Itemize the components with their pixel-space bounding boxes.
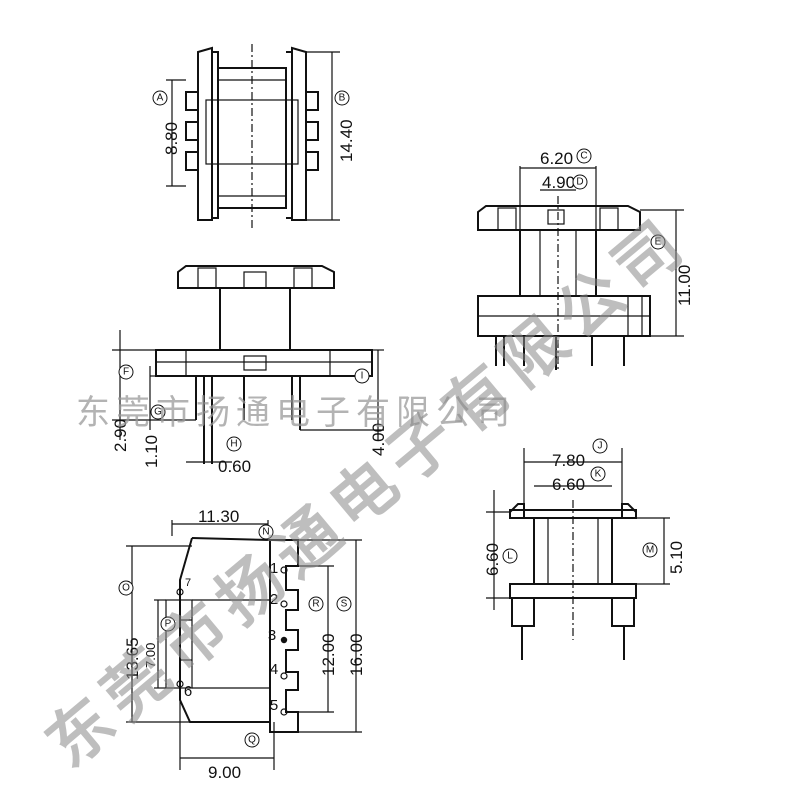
- pin-6-label: 6: [184, 683, 192, 700]
- svg-text:M: M: [646, 545, 654, 556]
- bottom-view: 1 2 3 4 5 6 7 11.30 13.65 7.00 12.00 16.…: [123, 507, 366, 782]
- pin-4-label: 4: [270, 661, 278, 678]
- svg-text:L: L: [507, 551, 513, 562]
- svg-text:J: J: [598, 441, 603, 452]
- callout-d: D: [572, 174, 588, 190]
- svg-text:C: C: [580, 151, 587, 162]
- callout-j: J: [592, 438, 608, 454]
- svg-text:O: O: [122, 583, 130, 594]
- svg-text:R: R: [312, 599, 319, 610]
- svg-text:B: B: [339, 93, 346, 104]
- dim-0-60: 0.60: [218, 457, 251, 476]
- dim-14-40: 14.40: [337, 119, 356, 162]
- svg-text:K: K: [595, 469, 602, 480]
- callout-b: B: [334, 90, 350, 106]
- pin-2-label: 2: [270, 591, 278, 608]
- callout-s: S: [336, 596, 352, 612]
- callout-g: G: [150, 404, 166, 420]
- pin-3-label: 3: [268, 627, 276, 644]
- dim-4-90: 4.90: [542, 173, 575, 192]
- pin-5-label: 5: [270, 697, 278, 714]
- dim-6-60-width: 6.60: [552, 475, 585, 494]
- svg-text:P: P: [165, 619, 172, 630]
- dim-7-80: 7.80: [552, 451, 585, 470]
- svg-text:S: S: [341, 599, 348, 610]
- svg-text:D: D: [576, 177, 583, 188]
- svg-text:H: H: [230, 439, 237, 450]
- dim-13-65: 13.65: [123, 637, 142, 680]
- callout-o: O: [118, 580, 134, 596]
- svg-text:G: G: [154, 407, 162, 418]
- callout-m: M: [642, 542, 658, 558]
- dim-11-00: 11.00: [675, 265, 694, 306]
- dim-4-00: 4.00: [369, 423, 388, 456]
- callout-f: F: [118, 364, 134, 380]
- watermark-diagonal: 东莞市扬通电子有限公司: [33, 202, 704, 782]
- top-view: 8.80 14.40: [162, 44, 356, 228]
- pin-7-label: 7: [185, 577, 191, 589]
- dim-11-30: 11.30: [198, 507, 239, 526]
- callout-c: C: [576, 148, 592, 164]
- svg-text:E: E: [655, 237, 662, 248]
- callout-p: P: [160, 616, 176, 632]
- dim-2-90: 2.90: [111, 419, 130, 452]
- watermark-horizontal: 东莞市扬通电子有限公司: [76, 393, 516, 433]
- callout-k: K: [590, 466, 606, 482]
- side-view: 2.90 1.10 0.60 4.00: [111, 265, 388, 476]
- callout-l: L: [502, 548, 518, 564]
- dim-8-80: 8.80: [162, 122, 181, 155]
- dim-5-10: 5.10: [667, 541, 686, 574]
- dim-7-00: 7.00: [143, 643, 158, 668]
- svg-text:Q: Q: [248, 735, 256, 746]
- callout-i: I: [354, 368, 370, 384]
- dim-6-20: 6.20: [540, 149, 573, 168]
- callout-e: E: [650, 234, 666, 250]
- dim-6-60-height: 6.60: [483, 543, 502, 576]
- pin-1-label: 1: [270, 560, 278, 577]
- svg-text:F: F: [123, 367, 129, 378]
- callout-q: Q: [244, 732, 260, 748]
- small-side-view: 7.80 6.60 6.60 5.10: [483, 448, 686, 660]
- dim-1-10: 1.10: [142, 435, 161, 468]
- callouts: A B C D E F G H I J K L M N O P Q R S: [118, 90, 666, 748]
- svg-text:A: A: [157, 93, 164, 104]
- dim-16-00: 16.00: [347, 633, 366, 676]
- dim-9-00: 9.00: [208, 763, 241, 782]
- dim-12-00: 12.00: [319, 633, 338, 676]
- svg-text:I: I: [361, 371, 364, 382]
- callout-a: A: [152, 90, 168, 106]
- callout-n: N: [258, 524, 274, 540]
- front-view: 6.20 4.90 11.00: [477, 149, 694, 370]
- callout-h: H: [226, 436, 242, 452]
- svg-text:N: N: [262, 527, 269, 538]
- callout-r: R: [308, 596, 324, 612]
